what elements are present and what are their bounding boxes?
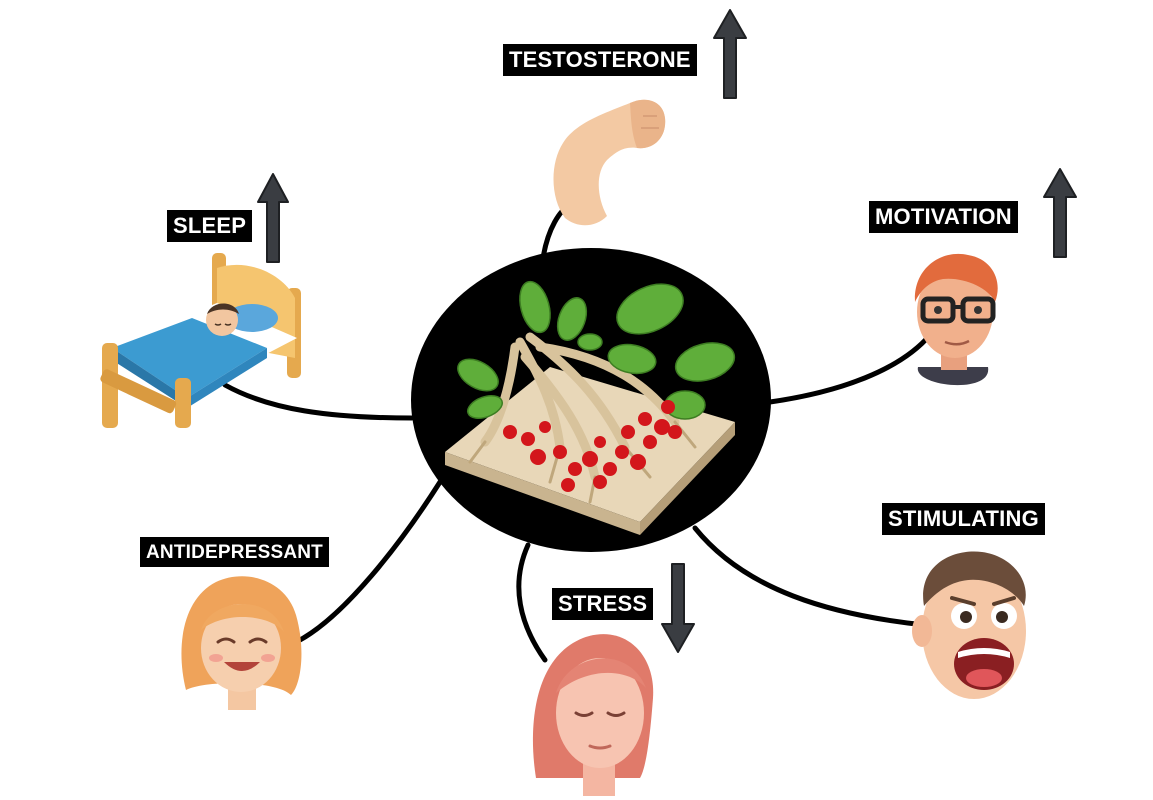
label-antidepressant: ANTIDEPRESSANT bbox=[140, 537, 329, 567]
label-sleep: SLEEP bbox=[167, 210, 253, 242]
connector-sleep bbox=[222, 382, 415, 421]
man-with-glasses-icon bbox=[914, 253, 998, 386]
smiling-woman-icon bbox=[181, 576, 302, 710]
ginseng-root-icon bbox=[411, 248, 771, 552]
arrow-up-icon bbox=[257, 173, 289, 263]
label-motivation: MOTIVATION bbox=[869, 201, 1018, 233]
calm-woman-icon bbox=[532, 634, 654, 796]
connector-motivation bbox=[767, 332, 933, 405]
connector-stimulating bbox=[692, 525, 928, 628]
label-stress: STRESS bbox=[552, 588, 654, 620]
flexed-arm-icon bbox=[553, 99, 666, 226]
arrow-down-icon bbox=[661, 563, 695, 653]
connector-antidepressant bbox=[297, 479, 443, 643]
sleeping-bed-icon bbox=[100, 253, 301, 428]
label-testosterone: TESTOSTERONE bbox=[503, 44, 697, 76]
arrow-up-icon bbox=[713, 9, 747, 99]
connector-stress bbox=[516, 542, 548, 663]
arrow-up-icon bbox=[1043, 168, 1077, 258]
label-stimulating: STIMULATING bbox=[882, 503, 1045, 535]
excited-man-icon bbox=[912, 551, 1026, 699]
